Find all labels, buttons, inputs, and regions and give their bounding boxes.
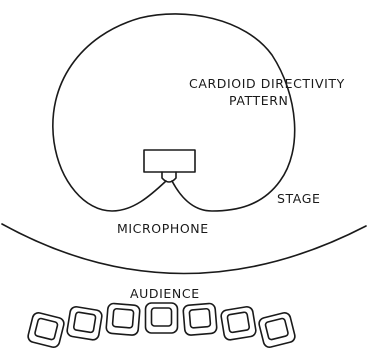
microphone-label: MICROPHONE	[117, 221, 209, 236]
audience-seat	[66, 306, 102, 341]
pattern-label-line1: CARDIOID DIRECTIVITY	[189, 76, 345, 91]
audience-seat	[106, 303, 140, 336]
microphone-capsule	[162, 172, 176, 182]
audience-seat	[220, 306, 256, 341]
audience-seats	[27, 303, 296, 348]
audience-seat	[146, 303, 178, 333]
pattern-label-line2: PATTERN	[229, 93, 289, 108]
audience-label: AUDIENCE	[130, 286, 200, 301]
audience-seat	[183, 303, 217, 336]
cardioid-pattern-curve	[53, 14, 295, 211]
audience-seat	[27, 312, 65, 349]
audience-seat	[258, 312, 296, 349]
stage-label: STAGE	[277, 191, 321, 206]
microphone-body	[144, 150, 195, 172]
